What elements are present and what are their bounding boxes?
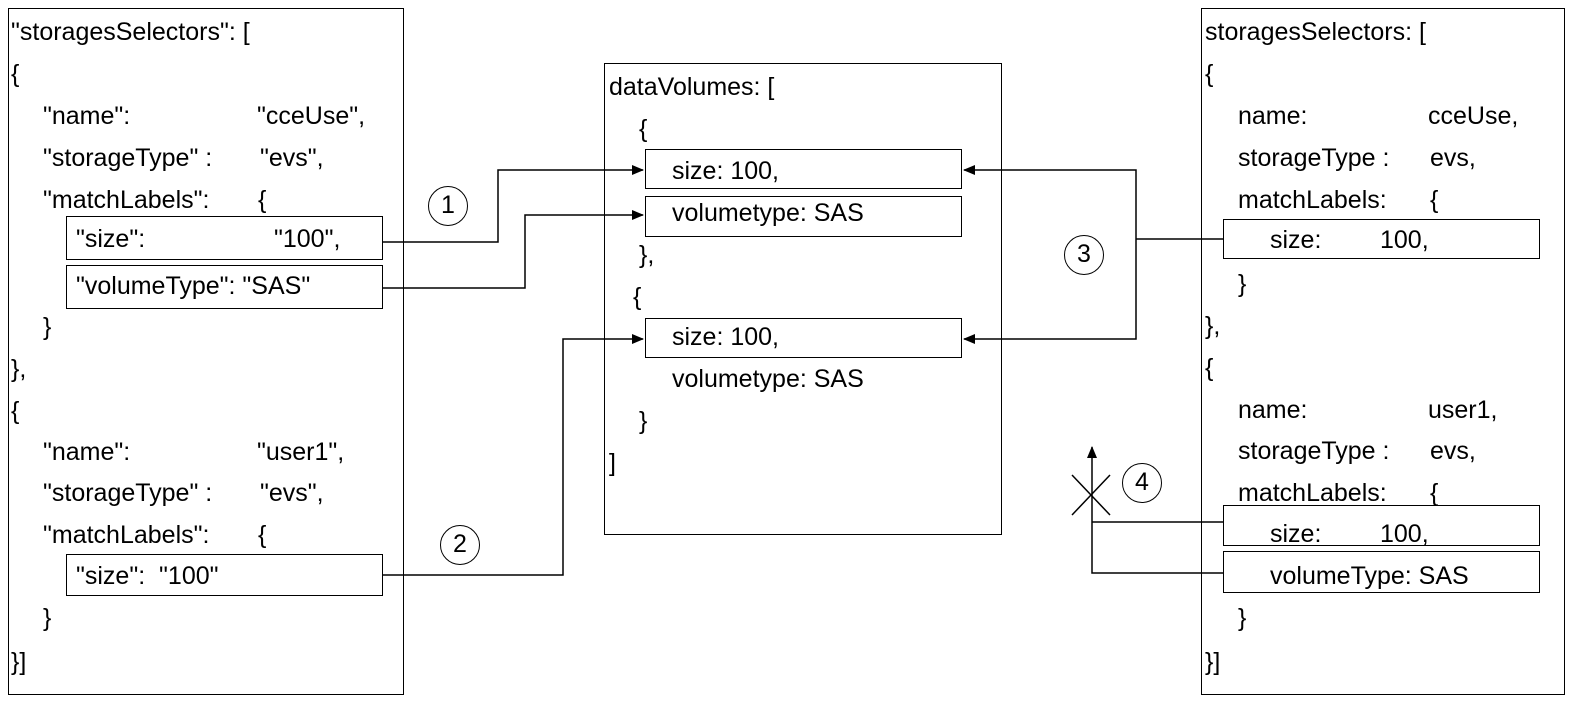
connector-1-size: [383, 165, 644, 243]
right-storagetype-key-1: storageType :: [1238, 144, 1390, 172]
mid-line-10: ]: [609, 449, 616, 477]
marker-4: 4: [1122, 463, 1162, 503]
right-matchlabels-key-1: matchLabels:: [1238, 186, 1387, 214]
right-size-box-1: [1223, 219, 1540, 259]
left-storagetype-key-2: "storageType" :: [43, 479, 213, 507]
left-line-1: "storagesSelectors": [: [11, 18, 250, 46]
connector-3-to-size-1: [963, 165, 1137, 239]
left-line-10: {: [11, 397, 20, 425]
mid-size-box-1: [645, 149, 962, 189]
marker-1: 1: [428, 186, 468, 226]
right-storagetype-key-2: storageType :: [1238, 437, 1390, 465]
left-name-val-2: "user1",: [257, 438, 345, 466]
right-name-val-2: user1,: [1428, 396, 1498, 424]
cross-mark-stroke-2: [1071, 474, 1111, 516]
left-matchlabels-val-1: {: [258, 186, 267, 214]
mid-line-1: dataVolumes: [: [609, 73, 775, 101]
left-line-8: }: [43, 313, 52, 341]
left-line-16: }]: [11, 648, 27, 676]
left-size-box-2: [66, 554, 383, 596]
left-size-val-1: "100",: [274, 225, 341, 253]
data-volumes-panel: [604, 63, 1002, 535]
left-volumetype-line: "volumeType": "SAS": [76, 272, 311, 300]
right-line-8: },: [1205, 312, 1221, 340]
left-line-2: {: [11, 60, 20, 88]
connector-3-to-size-2: [963, 239, 1137, 344]
left-volumetype-box: [66, 265, 383, 309]
right-name-key-1: name:: [1238, 102, 1308, 130]
right-size-val-2: 100,: [1380, 520, 1429, 548]
right-size-key-2: size:: [1270, 520, 1322, 548]
right-matchlabels-val-2: {: [1430, 479, 1439, 507]
right-matchlabels-val-1: {: [1430, 186, 1439, 214]
left-storagetype-key-1: "storageType" :: [43, 144, 213, 172]
mid-volumetype-box: [645, 196, 962, 237]
right-storagetype-val-2: evs,: [1430, 437, 1476, 465]
right-line-2: {: [1205, 60, 1214, 88]
right-size-box-2: [1223, 505, 1540, 546]
right-json-panel: [1201, 8, 1565, 695]
right-volumetype-line: volumeType: SAS: [1270, 562, 1469, 590]
mid-line-5: },: [639, 241, 655, 269]
left-size-line-2: "size": "100": [76, 562, 219, 590]
right-size-val-1: 100,: [1380, 226, 1429, 254]
mid-volumetype-2: volumetype: SAS: [672, 365, 864, 393]
mid-size-box-2: [645, 318, 962, 358]
left-matchlabels-key-2: "matchLabels":: [43, 521, 210, 549]
left-matchlabels-key-1: "matchLabels":: [43, 186, 210, 214]
left-name-key-1: "name":: [43, 102, 131, 130]
right-line-7: }: [1238, 270, 1247, 298]
marker-2: 2: [440, 525, 480, 565]
left-line-9: },: [11, 355, 27, 383]
connector-1-volumetype: [383, 210, 644, 289]
right-line-1: storagesSelectors: [: [1205, 18, 1426, 46]
right-volumetype-box: [1223, 551, 1540, 593]
right-line-16: }]: [1205, 648, 1221, 676]
left-line-15: }: [43, 604, 52, 632]
right-name-key-2: name:: [1238, 396, 1308, 424]
right-storagetype-val-1: evs,: [1430, 144, 1476, 172]
mid-size-1: size: 100,: [672, 157, 780, 185]
right-line-9: {: [1205, 354, 1214, 382]
left-json-panel: [8, 8, 404, 695]
right-name-val-1: cceUse,: [1428, 102, 1519, 130]
connector-4-volumetype: [1087, 446, 1223, 574]
mid-volumetype-1: volumetype: SAS: [672, 199, 864, 227]
left-storagetype-val-2: "evs",: [260, 479, 324, 507]
left-name-key-2: "name":: [43, 438, 131, 466]
right-line-15: }: [1238, 604, 1247, 632]
mid-line-6: {: [633, 283, 642, 311]
left-storagetype-val-1: "evs",: [260, 144, 324, 172]
right-size-key-1: size:: [1270, 226, 1322, 254]
mid-line-2: {: [639, 115, 648, 143]
right-matchlabels-key-2: matchLabels:: [1238, 479, 1387, 507]
connector-2-size: [383, 334, 644, 576]
mid-line-9: }: [639, 407, 648, 435]
marker-3: 3: [1064, 235, 1104, 275]
left-size-box-1: [66, 216, 383, 260]
mid-size-2: size: 100,: [672, 323, 780, 351]
left-name-val-1: "cceUse",: [257, 102, 366, 130]
left-size-key-1: "size":: [76, 225, 146, 253]
left-matchlabels-val-2: {: [258, 521, 267, 549]
